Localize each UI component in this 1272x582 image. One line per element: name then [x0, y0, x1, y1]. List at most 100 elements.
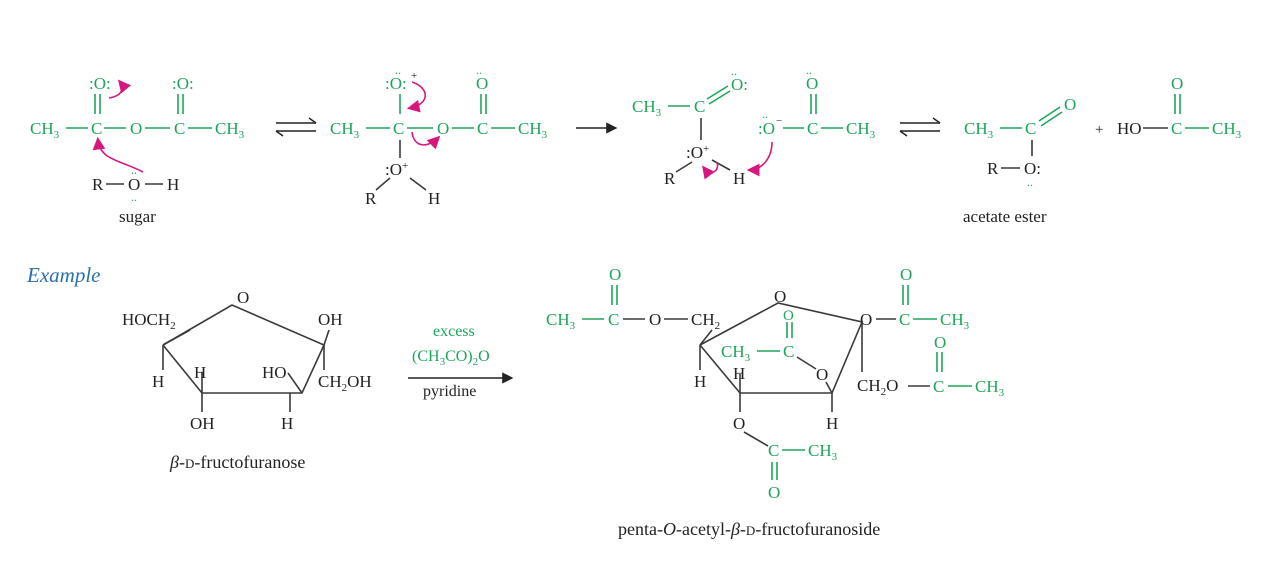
svg-text:C: C	[1025, 119, 1036, 138]
svg-text:CH3: CH3	[1212, 119, 1242, 141]
acetate-ester-structure: CH3 C O R O: .. acetate ester	[963, 95, 1076, 226]
svg-text:O:: O:	[731, 75, 748, 94]
svg-text:O:: O:	[1024, 159, 1041, 178]
svg-text:OH: OH	[190, 414, 215, 433]
svg-text:O: O	[437, 119, 449, 138]
svg-text:C: C	[807, 119, 818, 138]
svg-text:R: R	[365, 189, 377, 208]
svg-text:O: O	[1171, 74, 1183, 93]
svg-text:C: C	[477, 119, 488, 138]
svg-text:C: C	[393, 119, 404, 138]
svg-text:..: ..	[806, 63, 812, 77]
svg-text:O: O	[237, 288, 249, 307]
svg-text:CH3: CH3	[808, 441, 838, 463]
protonated-ester: CH3 C O: .. :O+ R H	[632, 64, 748, 188]
svg-text:CH3: CH3	[30, 119, 60, 141]
svg-text:C: C	[174, 119, 185, 138]
equilibrium-arrow-2	[899, 117, 941, 137]
svg-text:O: O	[476, 74, 488, 93]
svg-text:CH2: CH2	[691, 310, 720, 332]
svg-text:CH3: CH3	[518, 119, 548, 141]
svg-text:+: +	[411, 70, 417, 82]
svg-text:CH3: CH3	[546, 310, 576, 332]
svg-text:CH2O: CH2O	[857, 376, 898, 398]
tetrahedral-intermediate: CH3 C O C CH3 :O: .. + O .. :O+ R H	[330, 63, 548, 208]
svg-text:O: O	[768, 483, 780, 502]
svg-text:..: ..	[131, 190, 137, 204]
svg-text:R: R	[987, 159, 999, 178]
svg-text:..: ..	[476, 63, 482, 77]
svg-text::O:: :O:	[89, 74, 111, 93]
example-heading: Example	[26, 263, 100, 287]
svg-text:C: C	[608, 310, 619, 329]
svg-text:O: O	[774, 287, 786, 306]
svg-text:CH3: CH3	[940, 310, 970, 332]
svg-text:CH3: CH3	[632, 97, 662, 119]
svg-text:CH3: CH3	[215, 119, 245, 141]
svg-text:O: O	[783, 308, 794, 324]
reactant-name: β-D-fructofuranose	[169, 452, 305, 472]
svg-text:..: ..	[131, 163, 137, 177]
svg-text:H: H	[167, 175, 179, 194]
svg-text:H: H	[281, 414, 293, 433]
svg-text::O:: :O:	[385, 74, 407, 93]
svg-text:O: O	[860, 310, 872, 329]
svg-text:CH3: CH3	[964, 119, 994, 141]
svg-text:O: O	[900, 265, 912, 284]
acetic-anhydride-structure: CH3 C O C CH3 :O: :O:	[30, 74, 245, 173]
sugar-label: sugar	[119, 207, 156, 226]
svg-text:HO: HO	[1117, 119, 1142, 138]
svg-text:R: R	[664, 169, 676, 188]
product-name: penta-O-acetyl-β-D-fructofuranoside	[618, 519, 880, 539]
svg-text:C: C	[783, 342, 794, 361]
svg-text:C: C	[899, 310, 910, 329]
svg-text:C: C	[91, 119, 102, 138]
svg-text:+: +	[1095, 122, 1103, 138]
svg-text:O: O	[934, 333, 946, 352]
svg-text:C: C	[1171, 119, 1182, 138]
svg-text:O: O	[733, 414, 745, 433]
acetate-ester-label: acetate ester	[963, 207, 1047, 226]
svg-text:R: R	[92, 175, 104, 194]
sugar-alcohol-structure: R O .. .. H sugar	[92, 163, 179, 226]
pentaacetyl-product: O CH3 C O O CH2 O C O CH3 CH3 C O O H	[546, 265, 1005, 539]
svg-text:..: ..	[1027, 175, 1033, 189]
fructofuranose-structure: O HOCH2 OH H H OH HO H CH2OH β-D-fructof…	[122, 288, 372, 472]
svg-text:O: O	[609, 265, 621, 284]
svg-text:C: C	[933, 377, 944, 396]
svg-text:O: O	[1064, 95, 1076, 114]
svg-text:O: O	[130, 119, 142, 138]
svg-text:..: ..	[731, 64, 737, 78]
svg-text:pyridine: pyridine	[423, 383, 476, 400]
svg-text::O+: :O+	[385, 160, 408, 179]
svg-text:HO: HO	[262, 363, 287, 382]
svg-text:O: O	[806, 74, 818, 93]
svg-text:O: O	[128, 175, 140, 194]
acetic-acid-structure: + HO C CH3 O	[1095, 74, 1242, 141]
svg-text::O+: :O+	[686, 143, 709, 162]
svg-text:CH2OH: CH2OH	[318, 372, 372, 394]
equilibrium-arrow-1	[275, 117, 317, 137]
svg-text:CH3: CH3	[846, 119, 876, 141]
svg-text::O:: :O:	[172, 74, 194, 93]
svg-text:OH: OH	[318, 310, 343, 329]
svg-text:H: H	[194, 363, 206, 382]
svg-text:−: −	[776, 115, 782, 127]
svg-text:CH3: CH3	[975, 377, 1005, 399]
svg-text:..: ..	[762, 107, 768, 121]
svg-text:H: H	[733, 364, 745, 383]
svg-text:H: H	[733, 169, 745, 188]
svg-text::O: :O	[758, 119, 775, 138]
svg-text:(CH3CO)2O: (CH3CO)2O	[412, 348, 490, 368]
svg-text:CH3: CH3	[721, 342, 751, 364]
svg-text:excess: excess	[433, 323, 475, 340]
svg-text:H: H	[826, 414, 838, 433]
svg-text:O: O	[816, 365, 828, 384]
svg-text:..: ..	[395, 63, 401, 77]
svg-text:HOCH2: HOCH2	[122, 310, 176, 332]
reagent-arrow: excess (CH3CO)2O pyridine	[408, 323, 514, 400]
svg-text:H: H	[428, 189, 440, 208]
svg-text:O: O	[649, 310, 661, 329]
